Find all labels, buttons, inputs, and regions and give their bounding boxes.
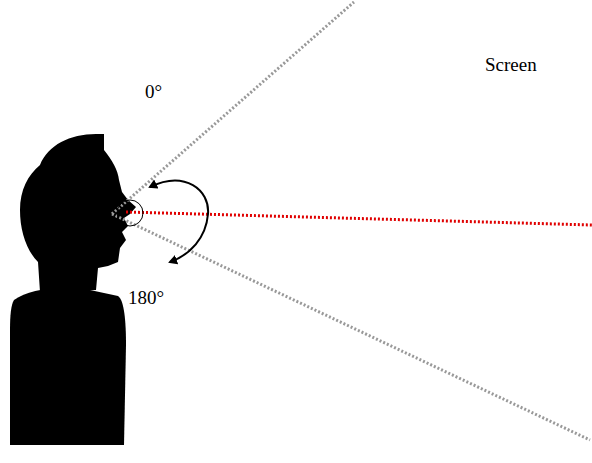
angle-start-label: 0°: [145, 82, 162, 101]
lower-view-line: [112, 214, 590, 440]
angle-end-label: 180°: [128, 288, 164, 307]
eye-angle-circle: [117, 200, 143, 226]
upper-view-line: [112, 2, 354, 214]
person-body: [10, 288, 126, 445]
person-head: [20, 134, 136, 292]
angle-arc-arrow: [150, 181, 208, 262]
angle-arc-arrowhead: [150, 181, 208, 214]
gaze-line: [126, 212, 592, 225]
screen-label: Screen: [485, 55, 537, 74]
